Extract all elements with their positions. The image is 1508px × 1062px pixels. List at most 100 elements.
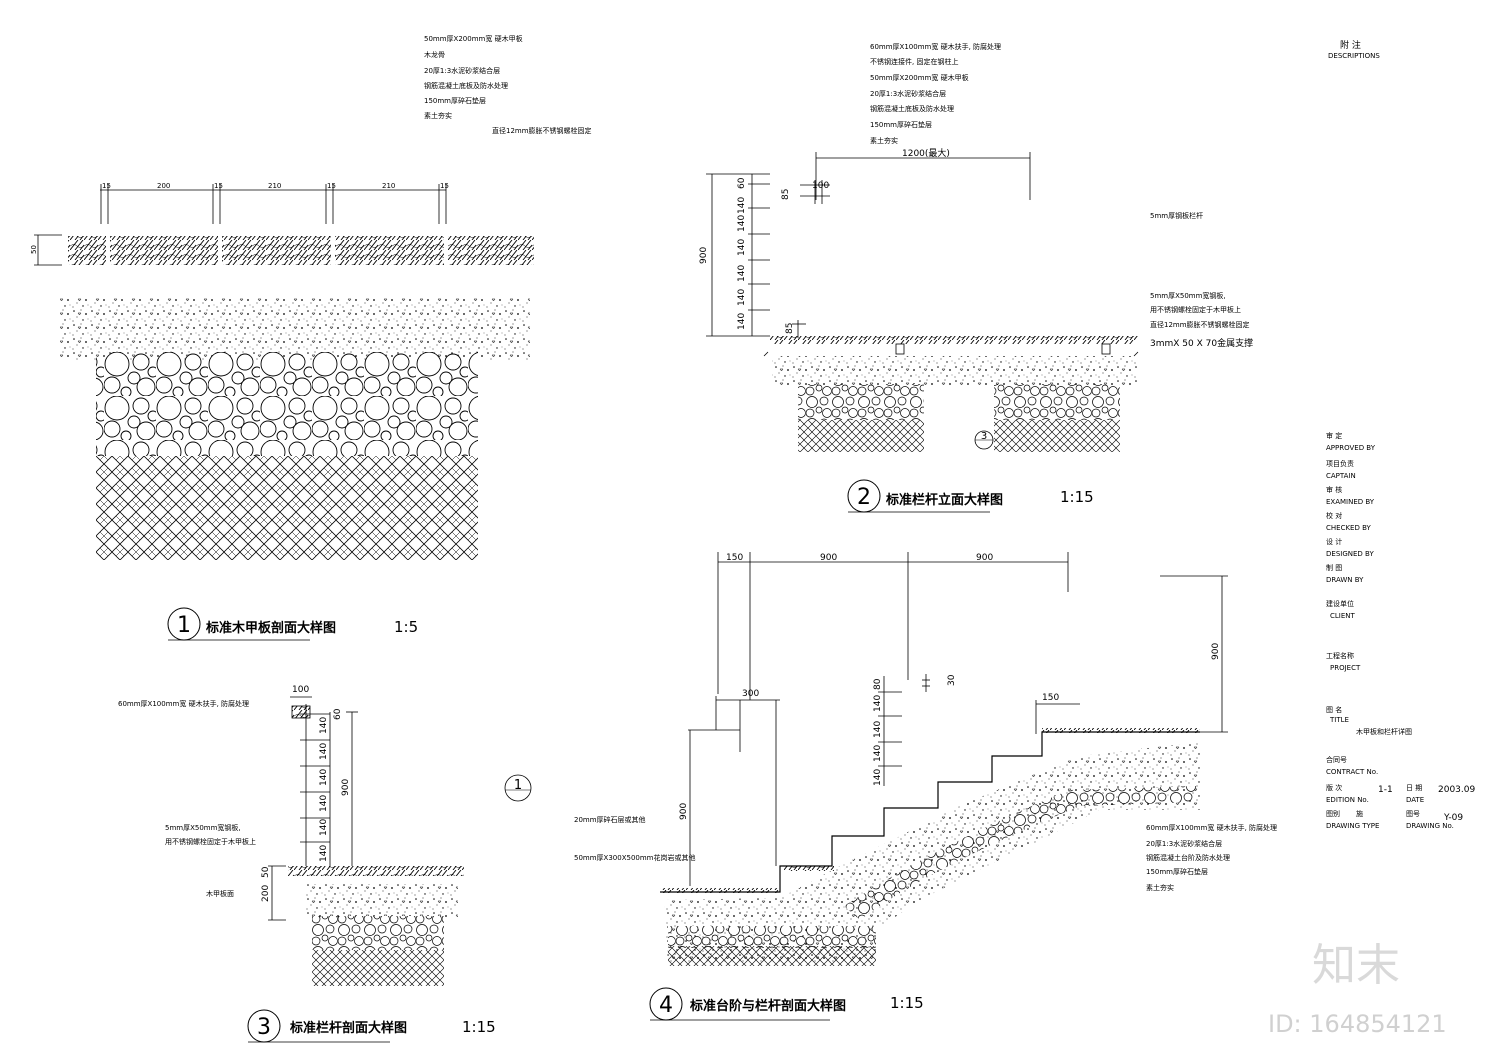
- dim: 60: [737, 177, 747, 189]
- deck-boards: [68, 236, 534, 265]
- title-block: 附 注 DESCRIPTIONS 审 定 APPROVED BY 项目负责 CA…: [1326, 39, 1475, 830]
- soil-footing: [994, 420, 1120, 452]
- dim: 210: [382, 182, 395, 190]
- detail-1-notes: 50mm厚X200mm宽 硬木甲板 木龙骨 20厚1:3水泥砂浆结合层 钢筋混凝…: [424, 34, 592, 135]
- detail-2-label: 2 标准栏杆立面大样图 1:15: [847, 479, 1094, 513]
- gravel-footing: [312, 916, 444, 950]
- dim: 140: [873, 769, 883, 786]
- row-label: 设 计: [1326, 537, 1342, 546]
- detail-2-dimensions: [706, 152, 1031, 338]
- dim: 140: [873, 695, 883, 712]
- dim: 150: [726, 553, 743, 563]
- compacted-soil: [668, 946, 876, 966]
- gravel-layer: [844, 786, 1196, 920]
- description-header-en: DESCRIPTIONS: [1328, 52, 1380, 60]
- row-label-en: CLIENT: [1330, 612, 1356, 620]
- detail-scale: 1:15: [462, 1018, 496, 1036]
- dim: 140: [737, 265, 747, 282]
- date-label: 日 期: [1406, 784, 1422, 792]
- dim: 140: [319, 743, 329, 760]
- detail-1-dimensions: [34, 184, 447, 266]
- row-label: 制 图: [1326, 563, 1342, 572]
- type-value: 施: [1356, 809, 1363, 818]
- section-callout-3: 3: [974, 430, 994, 450]
- contract-label: 合同号: [1326, 755, 1347, 764]
- deck-boards: [770, 336, 1138, 344]
- note: 20厚1:3水泥砂浆结合层: [424, 66, 500, 75]
- gravel-footing: [994, 384, 1120, 420]
- note: 素土夯实: [1146, 883, 1174, 892]
- number-label-en: DRAWING No.: [1406, 822, 1454, 830]
- note: 150mm厚碎石垫层: [1146, 867, 1208, 876]
- edition-label: 版 次: [1326, 783, 1342, 792]
- note: 钢筋混凝土底板及防水处理: [424, 81, 508, 90]
- edition-value: 1-1: [1378, 785, 1393, 795]
- detail-4-steps-railing-section: 150 900 900 900 300 900 80 140 140 140 1…: [574, 552, 1277, 1021]
- detail-title: 标准栏杆立面大样图: [885, 492, 1003, 508]
- date-value: 2003.09: [1438, 785, 1475, 795]
- detail-2-railing-elevation: 60mm厚X100mm宽 硬木扶手, 防腐处理 不锈钢连接件, 固定在钢柱上 5…: [699, 42, 1253, 513]
- detail-4-label: 4 标准台阶与栏杆剖面大样图 1:15: [649, 987, 924, 1021]
- row-label-en: APPROVED BY: [1326, 444, 1376, 452]
- soil-footing: [798, 420, 924, 452]
- detail-3-railing-section: 60mm厚X100mm宽 硬木扶手, 防腐处理 5mm厚X50mm宽钢板, 用不…: [118, 685, 532, 1043]
- detail-3-dimensions: [268, 696, 358, 921]
- row-label-en: DRAWN BY: [1326, 576, 1364, 584]
- dim: 140: [873, 721, 883, 738]
- note: 钢筋混凝土台阶及防水处理: [1146, 853, 1230, 862]
- row-label-en: CHECKED BY: [1326, 524, 1372, 532]
- note: 60mm厚X100mm宽 硬木扶手, 防腐处理: [118, 699, 249, 708]
- dim: 150: [1042, 693, 1059, 703]
- note: 20厚1:3水泥砂浆结合层: [870, 89, 946, 98]
- dim: 900: [679, 803, 689, 820]
- dim: 900: [699, 247, 709, 264]
- row-label-en: EXAMINED BY: [1326, 498, 1375, 506]
- dim: 140: [319, 795, 329, 812]
- description-header: 附 注: [1340, 39, 1361, 51]
- joist: [895, 343, 905, 355]
- dim: 900: [341, 779, 351, 796]
- type-label: 图别: [1326, 809, 1340, 818]
- gravel-layer: [668, 926, 876, 948]
- note: 直径12mm膨胀不锈钢螺栓固定: [1150, 320, 1250, 329]
- row-label: 建设单位: [1326, 599, 1354, 608]
- note: 5mm厚钢板栏杆: [1150, 211, 1203, 220]
- row-label: 项目负责: [1326, 459, 1354, 468]
- callout-number: 1: [514, 778, 522, 793]
- row-label: 审 核: [1326, 485, 1342, 494]
- section-callout-1: 1: [504, 774, 532, 802]
- gravel-layer: [96, 352, 478, 456]
- note: 50mm厚X300X500mm花岗岩或其他: [574, 853, 696, 862]
- detail-number: 3: [257, 1015, 271, 1040]
- note: 50mm厚X200mm宽 硬木甲板: [424, 34, 523, 43]
- note: 素土夯实: [424, 111, 452, 120]
- note: 60mm厚X100mm宽 硬木扶手, 防腐处理: [870, 42, 1001, 51]
- compacted-soil: [96, 456, 478, 560]
- mortar-layer: [772, 356, 1138, 386]
- detail-3-vertical-dims: 60 140 140 140 140 140 140: [319, 708, 343, 862]
- dim: 900: [976, 553, 993, 563]
- dim: 140: [319, 845, 329, 862]
- callout-number: 3: [981, 431, 987, 442]
- deck-boards: [288, 866, 464, 876]
- note: 50mm厚X200mm宽 硬木甲板: [870, 73, 969, 82]
- dim: 1200(最大): [902, 147, 950, 159]
- date-label-en: DATE: [1406, 796, 1424, 804]
- detail-4-right-notes: 60mm厚X100mm宽 硬木扶手, 防腐处理 20厚1:3水泥砂浆结合层 钢筋…: [1146, 823, 1277, 892]
- watermark-logo: 知末: [1312, 940, 1400, 991]
- anchor-note: 直径12mm膨胀不锈钢螺栓固定: [492, 126, 592, 135]
- drawing-title-value: 木甲板和栏杆详图: [1356, 727, 1412, 736]
- row-label: 图 名: [1326, 705, 1342, 714]
- row-label-en: PROJECT: [1330, 664, 1361, 672]
- dim: 100: [812, 181, 829, 191]
- row-label: 审 定: [1326, 431, 1342, 440]
- contract-label-en: CONTRACT No.: [1326, 768, 1378, 776]
- detail-scale: 1:5: [394, 618, 418, 636]
- detail-title: 标准栏杆剖面大样图: [289, 1020, 407, 1036]
- dim: 140: [319, 717, 329, 734]
- detail-1-label: 1 标准木甲板剖面大样图 1:5: [167, 607, 418, 641]
- number-label: 图号: [1406, 810, 1420, 818]
- dim: 60: [333, 708, 343, 720]
- detail-scale: 1:15: [1060, 488, 1094, 506]
